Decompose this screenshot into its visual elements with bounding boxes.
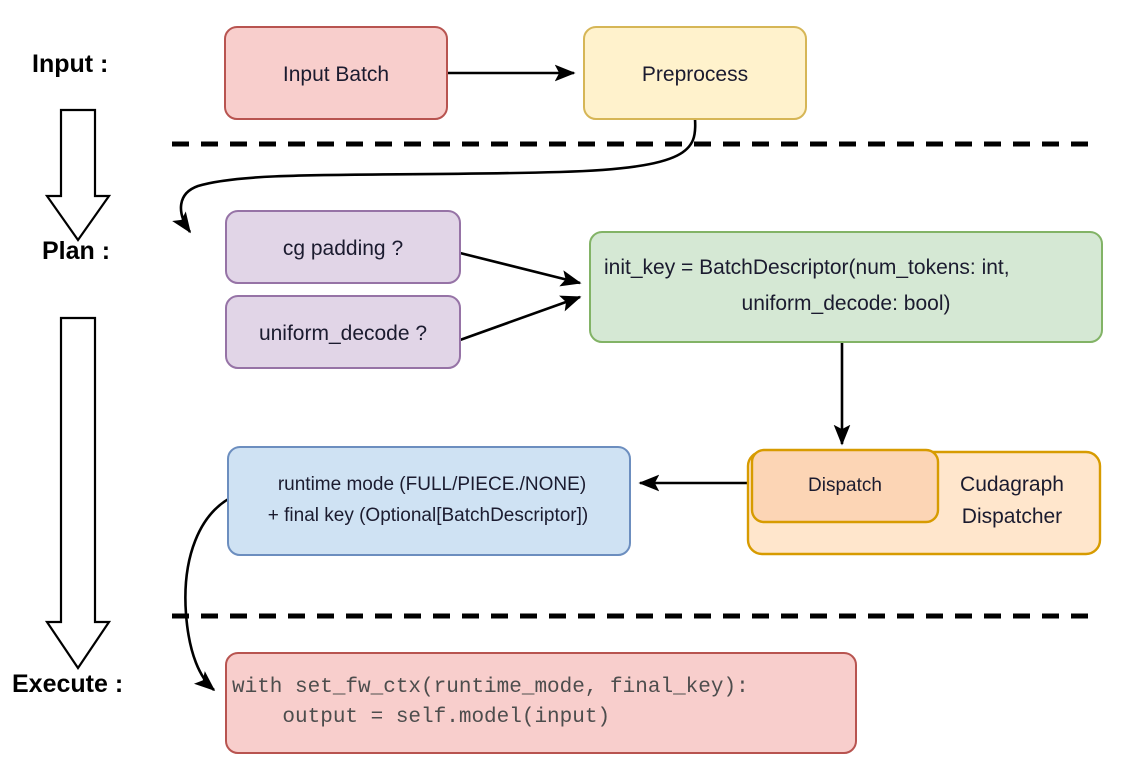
node-preprocess-shape[interactable] xyxy=(583,26,807,120)
node-runtime-mode-line-2: + final key (Optional[BatchDescriptor]) xyxy=(268,505,589,526)
node-cudagraph-dispatcher-label-line-1: Cudagraph xyxy=(960,473,1064,496)
block-arrow-plan-to-execute xyxy=(44,316,112,670)
stage-labels: Input : Plan : Execute : xyxy=(12,50,123,698)
node-runtime-mode-line-1: runtime mode (FULL/PIECE./NONE) xyxy=(278,474,586,495)
block-arrows xyxy=(44,108,112,670)
edge-uniform-decode-to-init-key xyxy=(459,295,582,342)
node-execute-code-shape[interactable] xyxy=(225,652,857,754)
node-dispatch-label: Dispatch xyxy=(808,475,882,496)
node-dispatch-shape[interactable] xyxy=(750,448,940,524)
node-runtime-mode[interactable]: runtime mode (FULL/PIECE./NONE) + final … xyxy=(227,446,631,556)
stage-separators xyxy=(172,141,1100,619)
node-preprocess[interactable]: Preprocess xyxy=(583,26,807,120)
node-cg-padding-label: cg padding ? xyxy=(283,237,403,260)
stage-label-execute: Execute : xyxy=(12,670,123,698)
block-arrow-input-to-plan xyxy=(44,108,112,242)
stage-label-input: Input : xyxy=(32,50,108,78)
edges xyxy=(172,64,851,692)
node-dispatch[interactable]: Dispatch xyxy=(750,448,940,524)
edge-cg-padding-to-init-key xyxy=(459,251,582,287)
node-preprocess-label: Preprocess xyxy=(642,63,748,86)
stage-label-plan: Plan : xyxy=(42,237,110,265)
node-cg-padding[interactable]: cg padding ? xyxy=(225,210,461,284)
node-runtime-mode-shape[interactable] xyxy=(227,446,631,556)
node-uniform-decode-shape[interactable] xyxy=(225,295,461,369)
edge-preprocess-to-cg-padding xyxy=(172,118,697,234)
node-cg-padding-shape[interactable] xyxy=(225,210,461,284)
node-uniform-decode-label: uniform_decode ? xyxy=(259,322,427,345)
node-input-batch-label: Input Batch xyxy=(283,63,389,86)
node-cudagraph-dispatcher-label-line-2: Dispatcher xyxy=(962,505,1062,528)
node-input-batch-shape[interactable] xyxy=(224,26,448,120)
node-execute-code[interactable]: with set_fw_ctx(runtime_mode, final_key)… xyxy=(225,652,857,754)
node-execute-code-line-2: output = self.model(input) xyxy=(232,706,610,729)
node-init-key-line-1: init_key = BatchDescriptor(num_tokens: i… xyxy=(604,256,1010,279)
node-input-batch[interactable]: Input Batch xyxy=(224,26,448,120)
node-init-key[interactable]: init_key = BatchDescriptor(num_tokens: i… xyxy=(589,231,1103,343)
node-init-key-shape[interactable] xyxy=(589,231,1103,343)
edge-runtime-mode-to-execute xyxy=(184,493,237,692)
node-init-key-line-2: uniform_decode: bool) xyxy=(742,292,951,315)
node-uniform-decode[interactable]: uniform_decode ? xyxy=(225,295,461,369)
node-execute-code-line-1: with set_fw_ctx(runtime_mode, final_key)… xyxy=(232,676,749,699)
